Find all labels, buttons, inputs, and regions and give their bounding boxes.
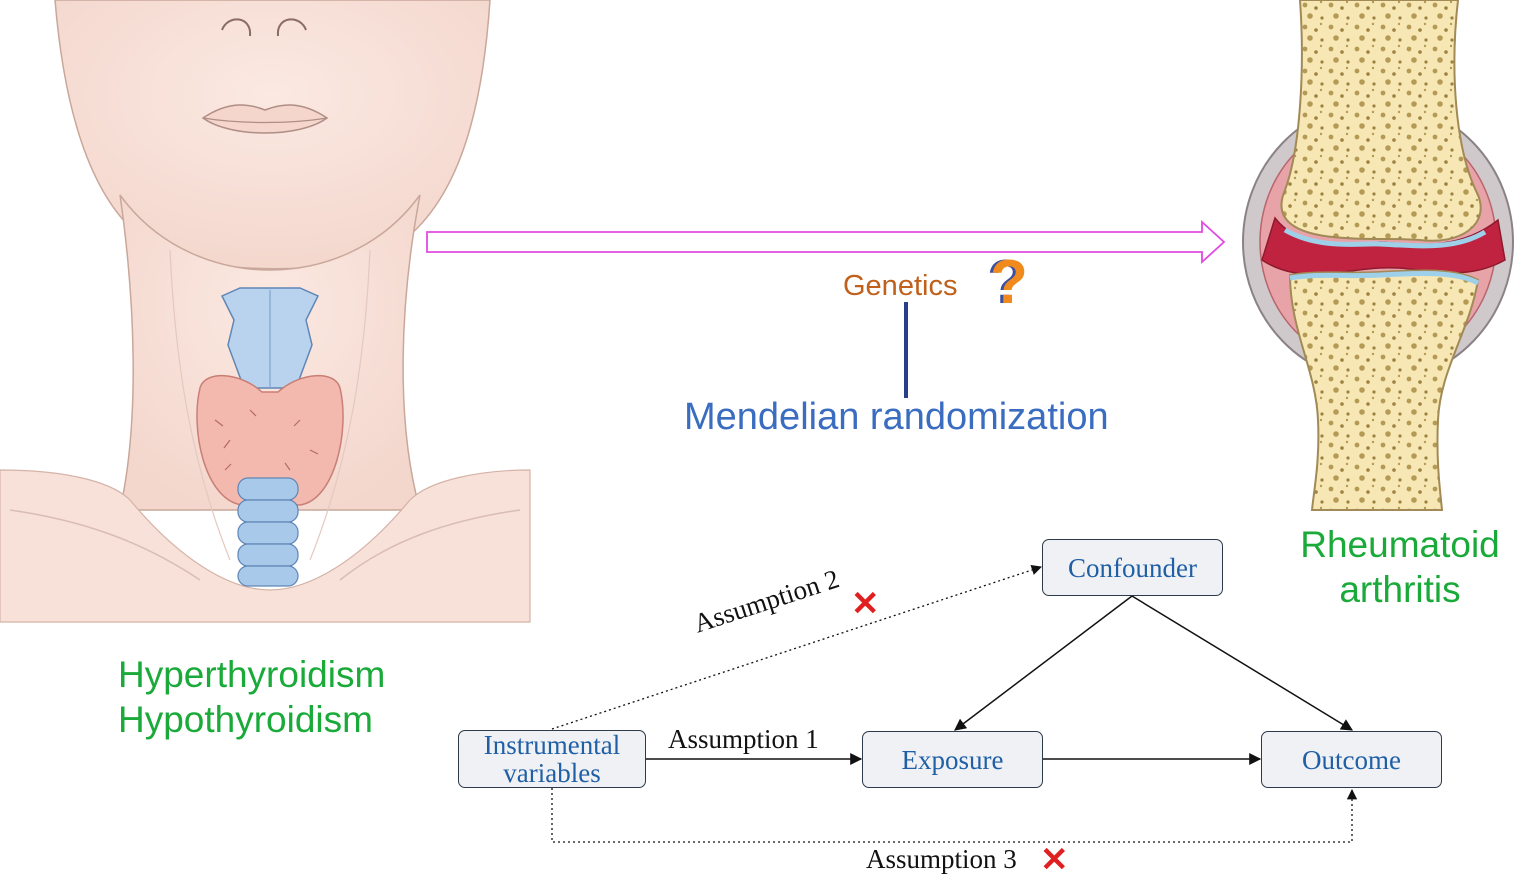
genetics-label: Genetics (843, 270, 958, 302)
neck-thyroid-illustration (0, 0, 531, 623)
exposure-conditions: Hyperthyroidism Hypothyroidism (118, 652, 385, 742)
condition-hyperthyroidism: Hyperthyroidism (118, 654, 386, 695)
causal-arrow (426, 219, 1226, 265)
edge-confounder-to-outcome (1131, 595, 1354, 731)
assumption-2-violation-icon: ✕ (851, 585, 880, 623)
node-instrumental-variables-line2: variables (503, 758, 601, 788)
assumption-3-label: Assumption 3 (866, 844, 1017, 874)
edge-confounder-to-exposure (954, 595, 1133, 731)
condition-hypothyroidism: Hypothyroidism (118, 699, 373, 740)
assumption-3-violation-icon: ✕ (1040, 841, 1069, 879)
node-instrumental-variables: Instrumental variables (458, 730, 646, 788)
edge-iv-to-confounder-dotted (551, 565, 1042, 730)
node-outcome: Outcome (1261, 731, 1442, 788)
outcome-condition: Rheumatoid arthritis (1280, 522, 1520, 612)
condition-rheumatoid: Rheumatoid (1300, 524, 1500, 565)
node-exposure: Exposure (862, 731, 1043, 788)
node-instrumental-variables-line1: Instrumental (483, 730, 621, 760)
assumption-1-label: Assumption 1 (668, 724, 819, 754)
knee-joint-illustration (1242, 0, 1514, 511)
edge-iv-to-outcome-dotted (551, 788, 1358, 843)
node-confounder: Confounder (1042, 539, 1223, 596)
condition-arthritis: arthritis (1339, 569, 1461, 610)
method-label: Mendelian randomization (684, 396, 1109, 438)
question-mark-icon: ? (990, 248, 1028, 317)
